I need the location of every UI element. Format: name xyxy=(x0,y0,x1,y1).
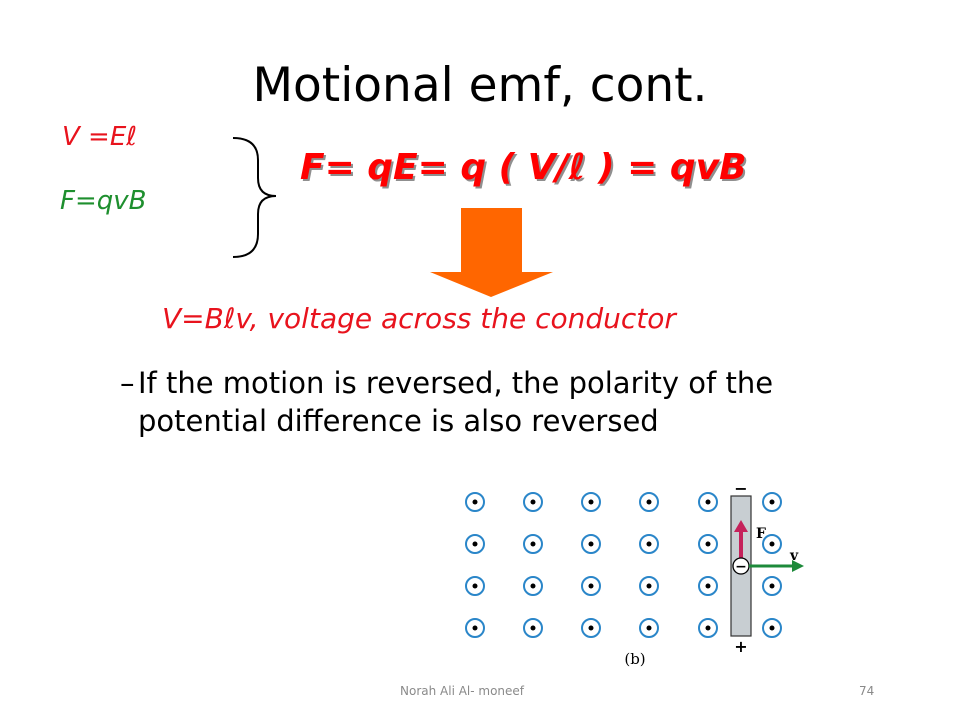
rod-bottom-sign: + xyxy=(734,637,747,656)
field-dot-ring xyxy=(465,576,485,596)
field-dot-center xyxy=(769,583,775,589)
field-dot-ring xyxy=(581,534,601,554)
field-dot-ring xyxy=(762,618,782,638)
field-dot-ring xyxy=(639,618,659,638)
footer-author: Norah Ali Al- moneef xyxy=(400,684,525,698)
field-dot-ring xyxy=(523,618,543,638)
field-dot-center xyxy=(588,583,594,589)
field-dots xyxy=(465,492,782,638)
field-dot-center xyxy=(530,541,536,547)
field-dot-ring xyxy=(698,576,718,596)
field-dot-center xyxy=(472,541,478,547)
field-dot-center xyxy=(588,625,594,631)
field-dot-center xyxy=(646,625,652,631)
bullet-dash: – xyxy=(120,366,135,400)
field-dot-ring xyxy=(523,576,543,596)
field-dot-center xyxy=(588,499,594,505)
field-dot-ring xyxy=(762,534,782,554)
field-dot-ring xyxy=(639,534,659,554)
rod-top-sign: − xyxy=(734,479,747,498)
field-dot-center xyxy=(588,541,594,547)
field-dot-ring xyxy=(465,618,485,638)
equation-voltage: V =Eℓ xyxy=(62,122,138,152)
field-dot-ring xyxy=(698,618,718,638)
field-dot-center xyxy=(705,583,711,589)
magnetic-field-figure: − + F − v (b) xyxy=(465,479,804,668)
field-dot-center xyxy=(530,499,536,505)
field-dot-ring xyxy=(698,492,718,512)
field-dot-center xyxy=(769,541,775,547)
field-dot-center xyxy=(705,499,711,505)
field-dot-center xyxy=(646,541,652,547)
field-dot-ring xyxy=(465,492,485,512)
figure-caption: (b) xyxy=(624,650,645,668)
field-dot-ring xyxy=(465,534,485,554)
field-dot-ring xyxy=(639,576,659,596)
velocity-arrow-head xyxy=(792,560,804,572)
equation-force: F=qvB xyxy=(60,186,147,216)
field-dot-center xyxy=(472,625,478,631)
field-dot-center xyxy=(472,583,478,589)
field-dot-ring xyxy=(698,534,718,554)
force-label: F xyxy=(756,526,766,542)
field-dot-ring xyxy=(523,534,543,554)
field-dot-ring xyxy=(581,618,601,638)
page-number: 74 xyxy=(859,684,875,698)
velocity-label: v xyxy=(789,548,799,564)
field-dot-ring xyxy=(639,492,659,512)
field-dot-center xyxy=(769,625,775,631)
bullet-point: – If the motion is reversed, the polarit… xyxy=(120,364,910,441)
field-dot-ring xyxy=(581,492,601,512)
field-dot-ring xyxy=(523,492,543,512)
field-dot-center xyxy=(646,499,652,505)
force-arrow-head xyxy=(734,520,748,532)
field-dot-center xyxy=(705,625,711,631)
field-dot-ring xyxy=(762,576,782,596)
field-dot-center xyxy=(646,583,652,589)
main-equation: F= qE= q ( V/ℓ ) = qvB xyxy=(300,147,747,188)
field-dot-center xyxy=(530,625,536,631)
bullet-text: If the motion is reversed, the polarity … xyxy=(138,366,774,439)
field-dot-center xyxy=(472,499,478,505)
slide-title: Motional emf, cont. xyxy=(252,58,708,113)
field-dot-center xyxy=(705,541,711,547)
field-dot-ring xyxy=(581,576,601,596)
field-dot-center xyxy=(769,499,775,505)
charge-sign: − xyxy=(735,559,747,575)
field-dot-ring xyxy=(762,492,782,512)
result-equation: V=Bℓv, voltage across the conductor xyxy=(162,302,676,335)
field-dot-center xyxy=(530,583,536,589)
